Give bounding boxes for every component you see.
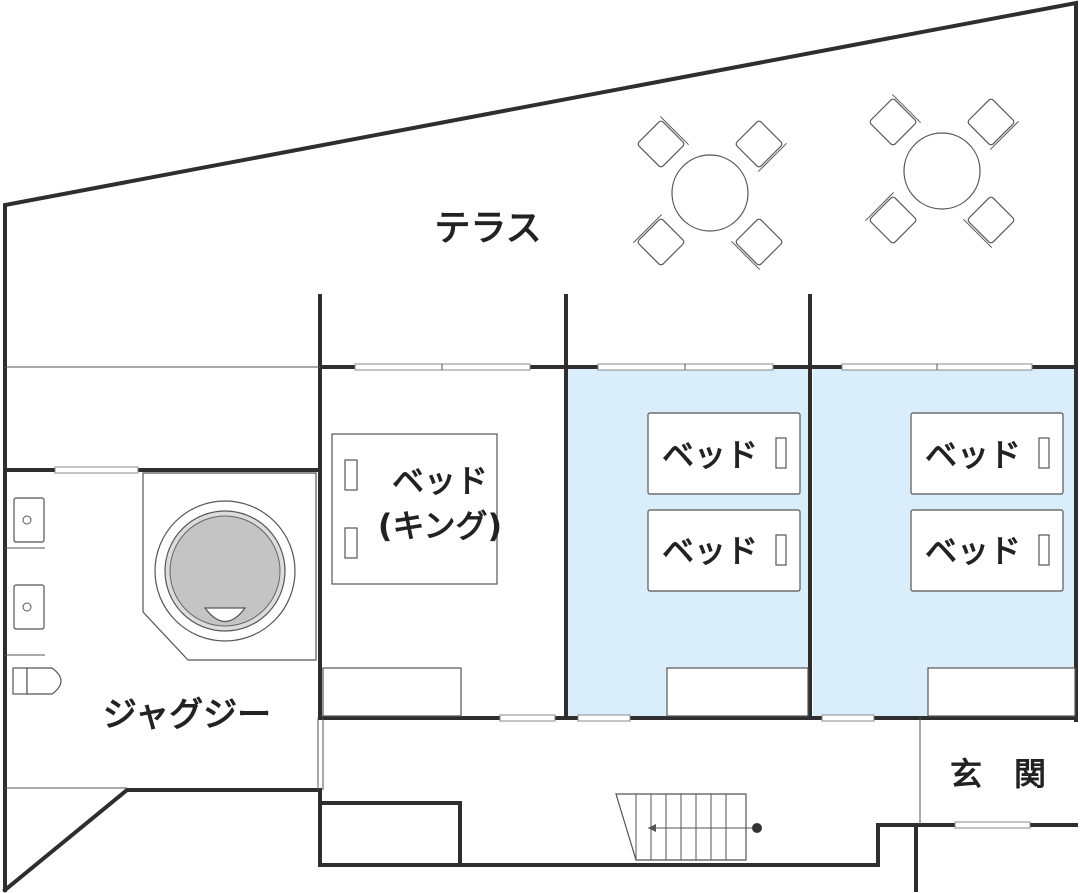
- terrace-table-left: [633, 116, 787, 270]
- terrace-label: テラス: [434, 208, 541, 249]
- terrace-table-right: [865, 94, 1019, 248]
- twin-room-2-beds: [910, 412, 1064, 592]
- windows: [54, 363, 1033, 829]
- jacuzzi-label: ジャグジー: [103, 695, 271, 735]
- toilet: [12, 667, 62, 695]
- king-room-cabinet: [322, 667, 462, 717]
- king-bed-label-line2: (キング): [378, 507, 502, 545]
- bed-label: ベッド: [662, 532, 758, 570]
- bed-label: ベッド: [925, 436, 1021, 474]
- thin-lines: [5, 366, 921, 825]
- twin-room-2-cabinet: [927, 667, 1076, 717]
- bed-label: ベッド: [662, 436, 758, 474]
- twin-room-1-beds: [647, 412, 801, 592]
- sinks: [13, 497, 45, 630]
- entrance-label: 玄 関: [950, 755, 1046, 793]
- jacuzzi-tub: [142, 472, 317, 661]
- king-bed: [331, 433, 498, 585]
- twin-room-1-cabinet: [666, 667, 809, 717]
- bed-label: ベッド: [925, 532, 1021, 570]
- stairs: [615, 793, 762, 861]
- king-bed-label-line1: ベッド: [392, 462, 488, 500]
